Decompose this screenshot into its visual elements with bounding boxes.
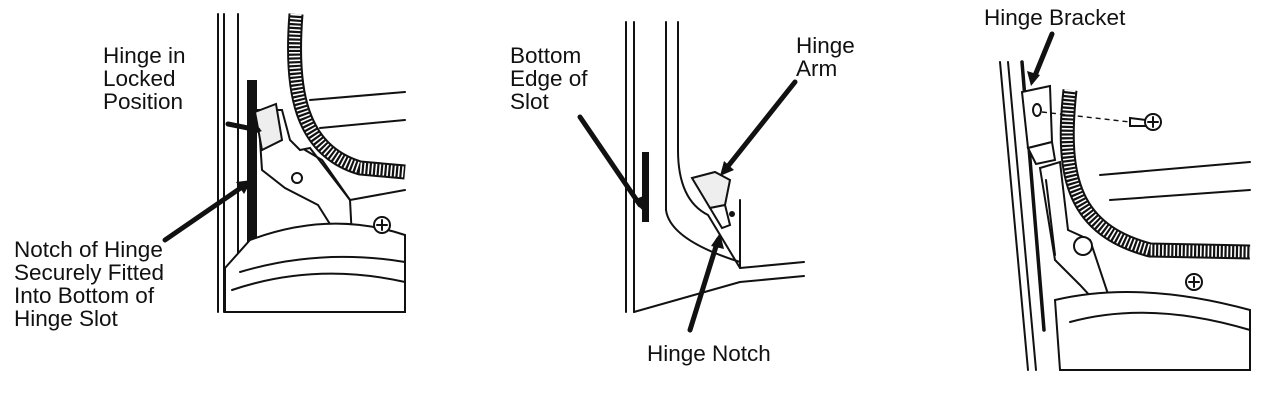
- hinge-notch-fitted-label: Notch of Hinge Securely Fitted Into Bott…: [14, 237, 165, 331]
- hinge-arm-diagram: Bottom Edge of Slot Hinge Arm Hinge Notc…: [440, 0, 855, 401]
- hinge-arm-illustration: [577, 21, 805, 333]
- hinge-bracket-label: Hinge Bracket: [984, 5, 1126, 30]
- hinge-locked-illustration: [162, 13, 406, 313]
- hinge-locked-label: Hinge in Locked Position: [103, 43, 186, 114]
- hinge-bracket-illustration: [999, 31, 1251, 371]
- hinge-arm-label: Hinge Arm: [796, 33, 855, 81]
- bottom-edge-of-slot-label: Bottom Edge of Slot: [510, 43, 588, 114]
- hinge-bracket-diagram: Hinge Bracket: [960, 0, 1273, 401]
- hinge-notch-label: Hinge Notch: [647, 341, 771, 366]
- hinge-locked-diagram: Hinge in Locked Position Notch of Hinge …: [0, 0, 420, 401]
